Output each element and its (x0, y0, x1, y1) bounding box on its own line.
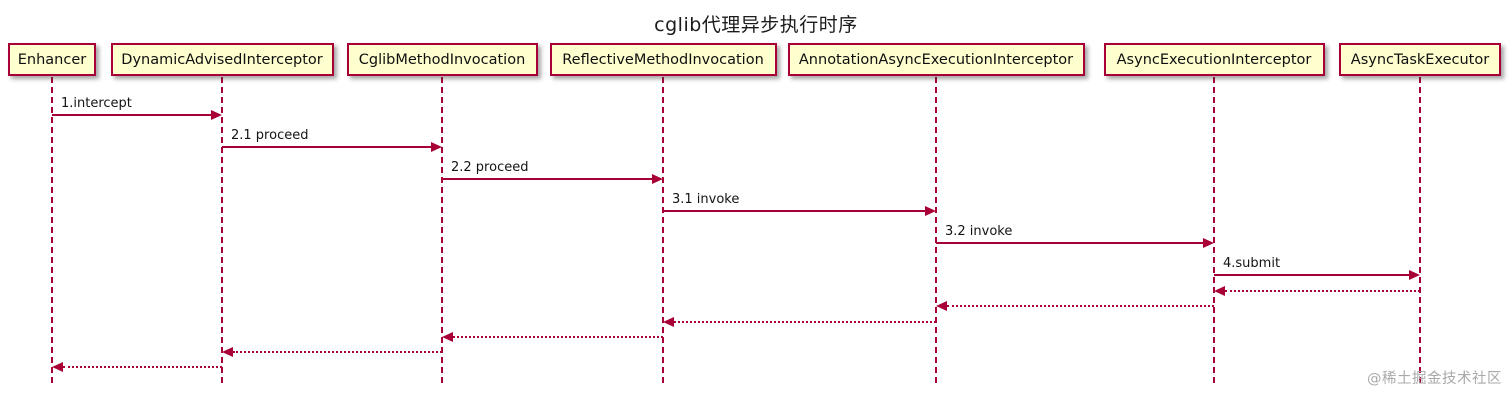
participant-label: AsyncTaskExecutor (1350, 51, 1490, 68)
participant-asynctaskexecutor: AsyncTaskExecutor (1339, 43, 1501, 76)
message-2-1-proceed-label: 2.1 proceed (231, 128, 309, 143)
return-message-10-line (233, 351, 442, 353)
participant-cglibmethodinvocation: CglibMethodInvocation (346, 43, 538, 76)
lifeline-asynctaskexecutor (1419, 77, 1421, 383)
return-message-6-line (1225, 290, 1420, 292)
message-3-2-invoke-label: 3.2 invoke (945, 224, 1013, 239)
arrowhead-left-icon (52, 362, 63, 372)
participant-annotationasyncexecutioninterceptor: AnnotationAsyncExecutionInterceptor (787, 43, 1085, 76)
return-message-11-line (63, 366, 222, 368)
message-3-2-invoke-line (936, 242, 1203, 244)
lifeline-reflectivemethodinvocation (662, 77, 664, 383)
lifeline-enhancer (51, 77, 53, 383)
message-3-1-invoke-line (663, 210, 925, 212)
message-1-intercept-line (52, 114, 211, 116)
return-message-9-line (453, 336, 663, 338)
participant-dynamicadvisedinterceptor: DynamicAdvisedInterceptor (110, 43, 334, 76)
arrowhead-right-icon (431, 142, 442, 152)
arrowhead-right-icon (1409, 270, 1420, 280)
participant-label: Enhancer (17, 51, 87, 68)
participant-label: CglibMethodInvocation (358, 51, 526, 68)
arrowhead-left-icon (1214, 286, 1225, 296)
watermark: @稀土掘金技术社区 (1367, 371, 1502, 387)
message-4-submit-label: 4.submit (1223, 256, 1281, 271)
lifeline-dynamicadvisedinterceptor (221, 77, 223, 383)
participant-reflectivemethodinvocation: ReflectiveMethodInvocation (549, 43, 777, 76)
participant-enhancer: Enhancer (8, 43, 96, 76)
message-1-intercept-label: 1.intercept (61, 96, 132, 111)
message-2-1-proceed-line (222, 146, 431, 148)
diagram-title: cglib代理异步执行时序 (654, 14, 858, 36)
message-2-2-proceed-line (442, 178, 652, 180)
message-3-1-invoke-label: 3.1 invoke (672, 192, 740, 207)
arrowhead-left-icon (936, 301, 947, 311)
lifeline-annotationasyncexecutioninterceptor (935, 77, 937, 383)
participant-label: ReflectiveMethodInvocation (562, 51, 764, 68)
arrowhead-right-icon (652, 174, 663, 184)
arrowhead-left-icon (442, 332, 453, 342)
message-4-submit-line (1214, 274, 1409, 276)
arrowhead-left-icon (222, 347, 233, 357)
participant-label: AsyncExecutionInterceptor (1116, 51, 1312, 68)
arrowhead-left-icon (663, 317, 674, 327)
lifeline-asyncexecutioninterceptor (1213, 77, 1215, 383)
message-2-2-proceed-label: 2.2 proceed (451, 160, 529, 175)
return-message-8-line (674, 321, 936, 323)
participant-label: DynamicAdvisedInterceptor (121, 51, 323, 68)
lifeline-cglibmethodinvocation (441, 77, 443, 383)
return-message-7-line (947, 305, 1214, 307)
participant-asyncexecutioninterceptor: AsyncExecutionInterceptor (1103, 43, 1325, 76)
arrowhead-right-icon (1203, 238, 1214, 248)
participant-label: AnnotationAsyncExecutionInterceptor (798, 51, 1074, 68)
arrowhead-right-icon (211, 110, 222, 120)
arrowhead-right-icon (925, 206, 936, 216)
